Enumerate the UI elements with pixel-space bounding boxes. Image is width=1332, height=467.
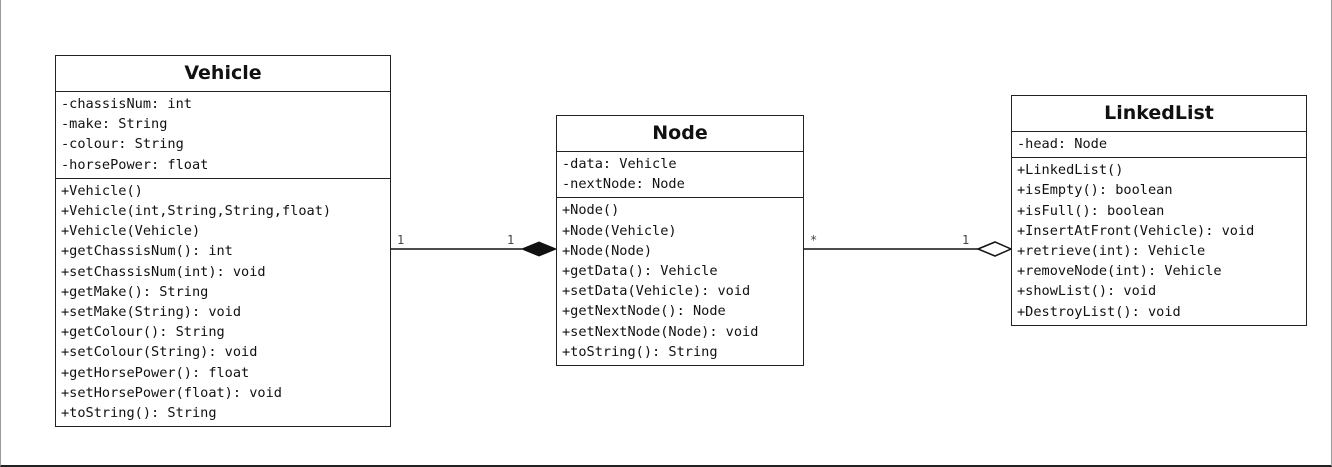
operation-2: +isFull(): boolean	[1017, 202, 1165, 219]
operation-1: +Node(Vehicle)	[562, 222, 677, 239]
operation-10: +setHorsePower(float): void	[61, 384, 282, 401]
operation-1: +isEmpty(): boolean	[1017, 182, 1173, 199]
operation-6: +setMake(String): void	[61, 304, 242, 321]
attributes-section: -data: Vehicle -nextNode: Node	[557, 152, 803, 197]
attribute-1: -make: String	[61, 116, 168, 133]
operation-3: +InsertAtFront(Vehicle): void	[1017, 222, 1255, 239]
class-name: LinkedList	[1012, 96, 1306, 132]
class-name: Vehicle	[56, 56, 390, 92]
operations-section: +Vehicle() +Vehicle(int,String,String,flo…	[56, 177, 390, 426]
operation-0: +LinkedList()	[1017, 162, 1124, 179]
vehicle-node-from-multiplicity: 1	[397, 233, 404, 247]
node-linkedlist-to-multiplicity: 1	[962, 233, 969, 247]
operation-0: +Vehicle()	[61, 182, 143, 199]
operations-section: +LinkedList() +isEmpty(): boolean +isFull(…	[1012, 157, 1306, 325]
composition-diamond-icon	[520, 241, 558, 257]
attribute-0: -head: Node	[1017, 136, 1108, 152]
operation-6: +setNextNode(Node): void	[562, 323, 759, 340]
attributes-section: -chassisNum: int -make: String -colour: St…	[56, 92, 390, 178]
attribute-0: -chassisNum: int	[61, 96, 192, 112]
operation-4: +setData(Vehicle): void	[562, 283, 751, 300]
operation-5: +removeNode(int): Vehicle	[1017, 263, 1222, 280]
operation-8: +setColour(String): void	[61, 344, 258, 361]
operation-5: +getNextNode(): Node	[562, 303, 726, 320]
attribute-1: -nextNode: Node	[562, 176, 685, 193]
operation-3: +getChassisNum(): int	[61, 243, 233, 260]
operation-0: +Node()	[562, 202, 620, 219]
operation-7: +toString(): String	[562, 343, 718, 360]
aggregation-diamond-icon	[976, 241, 1013, 257]
attribute-2: -colour: String	[61, 136, 184, 153]
operation-6: +showList(): void	[1017, 283, 1157, 300]
operation-5: +getMake(): String	[61, 283, 209, 300]
attribute-3: -horsePower: float	[61, 156, 209, 173]
node-linkedlist-from-multiplicity: *	[810, 233, 817, 247]
operation-4: +retrieve(int): Vehicle	[1017, 243, 1206, 260]
operation-1: +Vehicle(int,String,String,float)	[61, 203, 332, 220]
vehicle-node-to-multiplicity: 1	[507, 233, 514, 247]
class-vehicle[interactable]: Vehicle -chassisNum: int -make: String -co…	[55, 55, 391, 428]
attributes-section: -head: Node	[1012, 132, 1306, 157]
operation-2: +Node(Node)	[562, 242, 653, 259]
attribute-0: -data: Vehicle	[562, 156, 677, 172]
operation-7: +DestroyList(): void	[1017, 303, 1181, 320]
operation-2: +Vehicle(Vehicle)	[61, 223, 201, 240]
operation-11: +toString(): String	[61, 405, 217, 422]
operations-section: +Node() +Node(Vehicle) +Node(Node) +getData…	[557, 197, 803, 365]
operation-9: +getHorsePower(): float	[61, 364, 250, 381]
operation-4: +setChassisNum(int): void	[61, 263, 266, 280]
operation-3: +getData(): Vehicle	[562, 263, 718, 280]
class-node[interactable]: Node -data: Vehicle -nextNode: Node +Node…	[556, 115, 804, 367]
class-name: Node	[557, 116, 803, 152]
operation-7: +getColour(): String	[61, 324, 225, 341]
class-linkedlist[interactable]: LinkedList -head: Node +LinkedList() +isE…	[1011, 95, 1307, 326]
